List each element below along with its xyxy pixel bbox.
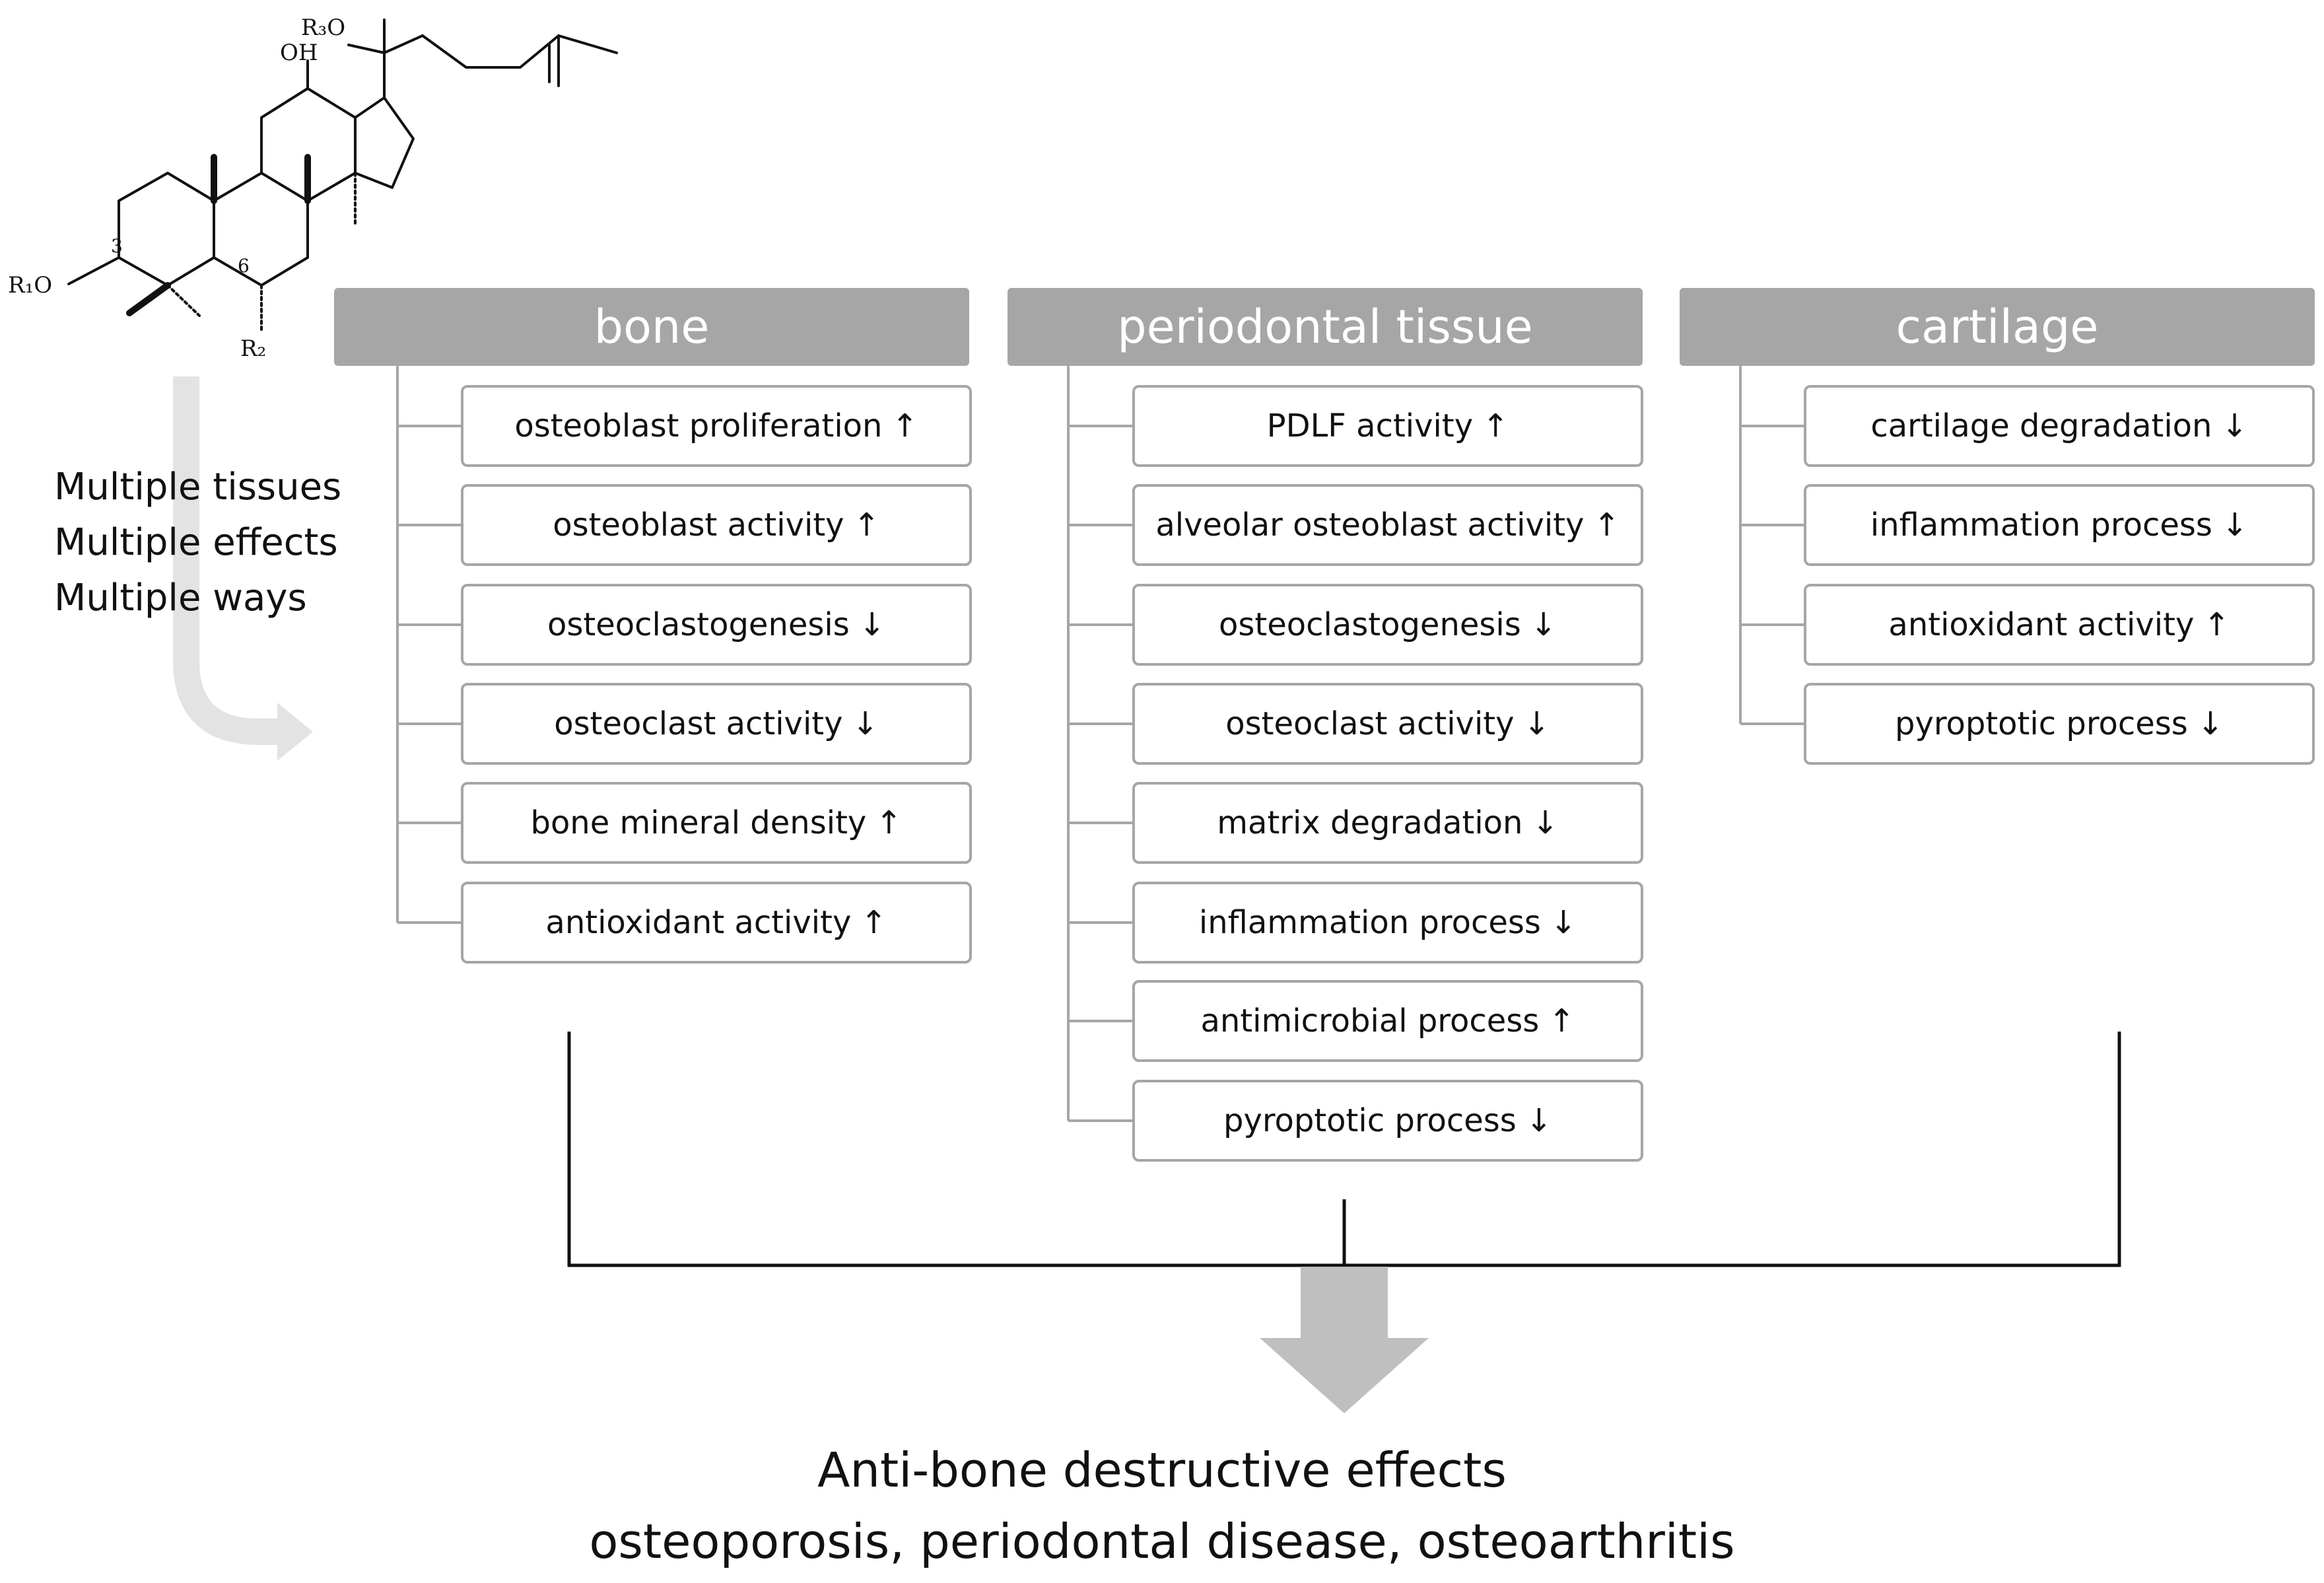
effect-label: osteoclast activity (554, 705, 843, 742)
periodontal-tree-lines (1067, 366, 1132, 1122)
effect-box: pyroptotic process ↓ (1804, 683, 2315, 765)
effect-label: osteoclastogenesis (547, 606, 850, 643)
effect-box: cartilage degradation ↓ (1804, 385, 2315, 467)
effect-label: cartilage degradation (1870, 407, 2212, 444)
arrow-down-icon: ↓ (858, 606, 885, 643)
effect-label: osteoblast proliferation (514, 407, 883, 444)
conclusion-title: Anti-bone destructive effects (817, 1442, 1507, 1498)
arrow-down-icon: ↓ (1525, 1102, 1553, 1139)
arrow-down-icon: ↓ (2197, 705, 2224, 742)
effect-label: osteoclastogenesis (1219, 606, 1521, 643)
effect-box: osteoclastogenesis ↓ (461, 584, 972, 666)
effect-box: antioxidant activity ↑ (461, 882, 972, 964)
structure-label-c6: 6 (238, 255, 250, 277)
curved-arrow (173, 376, 284, 745)
effect-label: osteoclast activity (1225, 705, 1515, 742)
side-text-line: Multiple effects (54, 521, 338, 564)
effect-box: pyroptotic process ↓ (1132, 1080, 1643, 1162)
bone-tree-lines (396, 366, 461, 924)
side-text-block: Multiple tissues Multiple effects Multip… (54, 460, 341, 626)
effect-box: osteoclast activity ↓ (1132, 683, 1643, 765)
side-text-line: Multiple tissues (54, 466, 342, 509)
arrow-down-icon: ↓ (2221, 507, 2249, 544)
effect-box: osteoclast activity ↓ (461, 683, 972, 765)
column-header-bone: bone (334, 288, 969, 366)
effect-box: osteoblast activity ↑ (461, 484, 972, 566)
effect-label: PDLF activity (1266, 407, 1474, 444)
arrow-down-icon: ↓ (1523, 705, 1550, 742)
effect-label: matrix degradation (1217, 804, 1523, 841)
arrow-down-icon: ↓ (852, 705, 879, 742)
effect-box: antimicrobial process ↑ (1132, 980, 1643, 1062)
arrow-down-icon: ↓ (1530, 606, 1557, 643)
column-header-cartilage: cartilage (1680, 288, 2315, 366)
structure-label-oh: OH (280, 40, 318, 66)
arrow-up-icon: ↑ (2203, 606, 2230, 643)
arrow-down-icon: ↓ (1532, 804, 1559, 841)
arrow-up-icon: ↑ (875, 804, 903, 841)
effect-label: antioxidant activity (1888, 606, 2195, 643)
effect-label: pyroptotic process (1223, 1102, 1517, 1139)
structure-label-r2: R₂ (240, 335, 267, 362)
side-text-line: Multiple ways (54, 577, 307, 619)
conclusion-diseases: osteoporosis, periodontal disease, osteo… (589, 1514, 1735, 1569)
arrow-up-icon: ↑ (853, 507, 880, 544)
arrow-up-icon: ↑ (1593, 507, 1620, 544)
column-header-periodontal-tissue: periodontal tissue (1008, 288, 1643, 366)
arrow-up-icon: ↑ (1482, 407, 1509, 444)
effect-label: antioxidant activity (545, 904, 852, 941)
arrow-up-icon: ↑ (860, 904, 887, 941)
effect-box: PDLF activity ↑ (1132, 385, 1643, 467)
effect-label: pyroptotic process (1894, 705, 2188, 742)
effect-box: matrix degradation ↓ (1132, 782, 1643, 864)
arrow-up-icon: ↑ (1548, 1003, 1575, 1039)
effect-box: osteoclastogenesis ↓ (1132, 584, 1643, 666)
arrow-down-icon: ↓ (2221, 407, 2248, 444)
effect-label: alveolar osteoblast activity (1155, 507, 1585, 544)
effect-label: osteoblast activity (553, 507, 844, 544)
effect-label: antimicrobial process (1200, 1003, 1540, 1039)
effect-box: osteoblast proliferation ↑ (461, 385, 972, 467)
effect-box: inflammation process ↓ (1804, 484, 2315, 566)
arrow-down-icon: ↓ (1550, 904, 1577, 941)
effect-label: inflammation process (1870, 507, 2212, 544)
structure-label-c3: 3 (111, 235, 123, 257)
structure-label-r1o: R₁O (8, 272, 53, 299)
chemical-structure (67, 18, 618, 332)
effect-label: bone mineral density (530, 804, 867, 841)
effect-label: inflammation process (1198, 904, 1541, 941)
effect-box: antioxidant activity ↑ (1804, 584, 2315, 666)
effect-box: alveolar osteoblast activity ↑ (1132, 484, 1643, 566)
arrow-up-icon: ↑ (891, 407, 918, 444)
bracket-connector (567, 1032, 2121, 1267)
big-down-arrow (1260, 1267, 1429, 1413)
effect-box: inflammation process ↓ (1132, 882, 1643, 964)
structure-label-r3o: R₃O (301, 15, 346, 41)
curved-arrow-head (277, 703, 313, 761)
effect-box: bone mineral density ↑ (461, 782, 972, 864)
cartilage-tree-lines (1739, 366, 1804, 725)
